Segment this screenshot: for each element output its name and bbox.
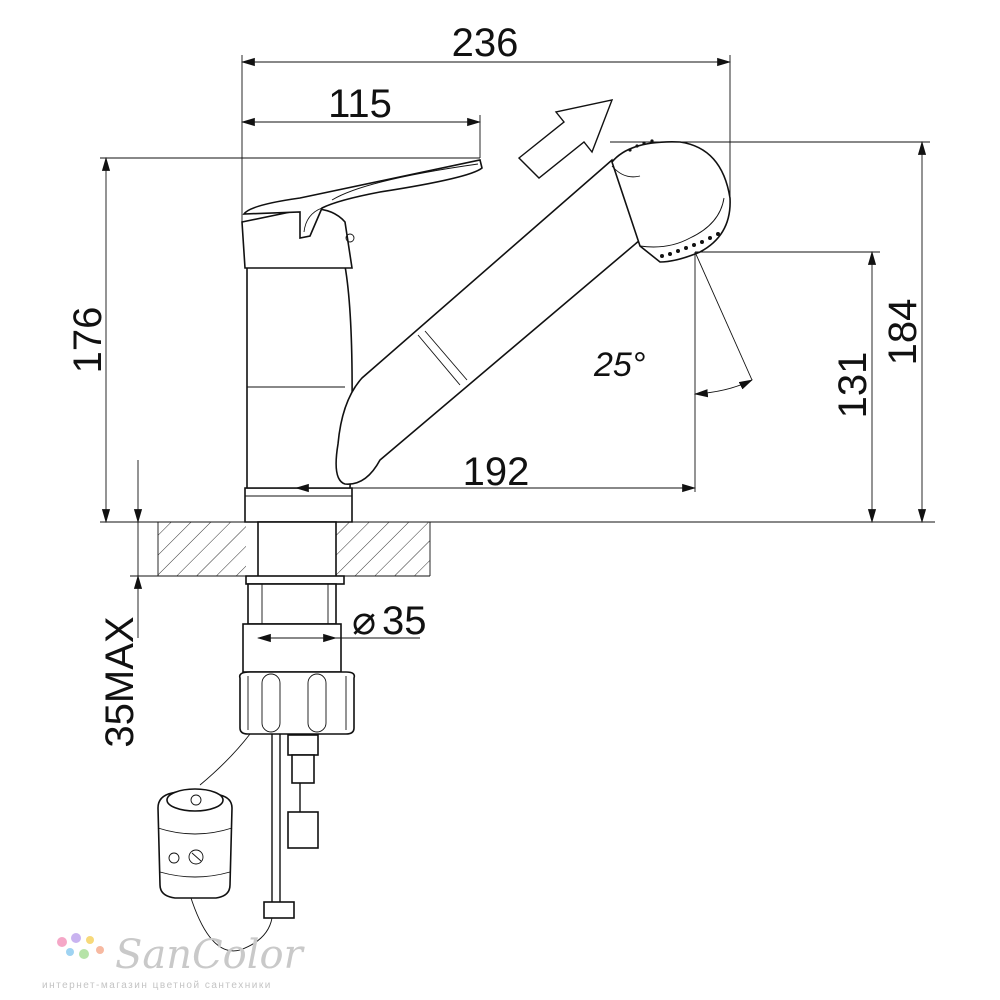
color-dots-icon — [57, 933, 104, 959]
dim-spout-reach: 192 — [463, 450, 530, 494]
dim-diameter: 35 — [382, 599, 427, 643]
dimension-lines — [100, 55, 930, 643]
dim-height-lever: 176 — [66, 307, 110, 374]
spray-nozzles — [660, 232, 720, 258]
supply-hoses — [189, 733, 319, 952]
faucet-body — [241, 124, 483, 523]
watermark: SanColor интернет-магазин цветной сантех… — [42, 932, 306, 991]
watermark-name: SanColor — [115, 932, 306, 978]
dim-lever-width: 115 — [328, 82, 392, 126]
dim-counter-max: 35MAX — [98, 616, 142, 747]
weight-counterbalance — [157, 788, 233, 899]
mounting-nut — [238, 671, 356, 735]
pull-out-spout — [335, 139, 731, 485]
watermark-tagline: интернет-магазин цветной сантехники — [42, 980, 272, 991]
dim-height-spout: 131 — [831, 352, 875, 419]
dim-height-total: 184 — [881, 299, 925, 366]
diameter-icon: ⌀ — [352, 599, 376, 643]
dim-total-width: 236 — [452, 21, 519, 65]
dim-angle: 25° — [593, 346, 645, 384]
pull-out-arrow-icon — [517, 99, 614, 179]
mounting-assembly — [242, 521, 345, 673]
countertop-section — [100, 521, 935, 577]
